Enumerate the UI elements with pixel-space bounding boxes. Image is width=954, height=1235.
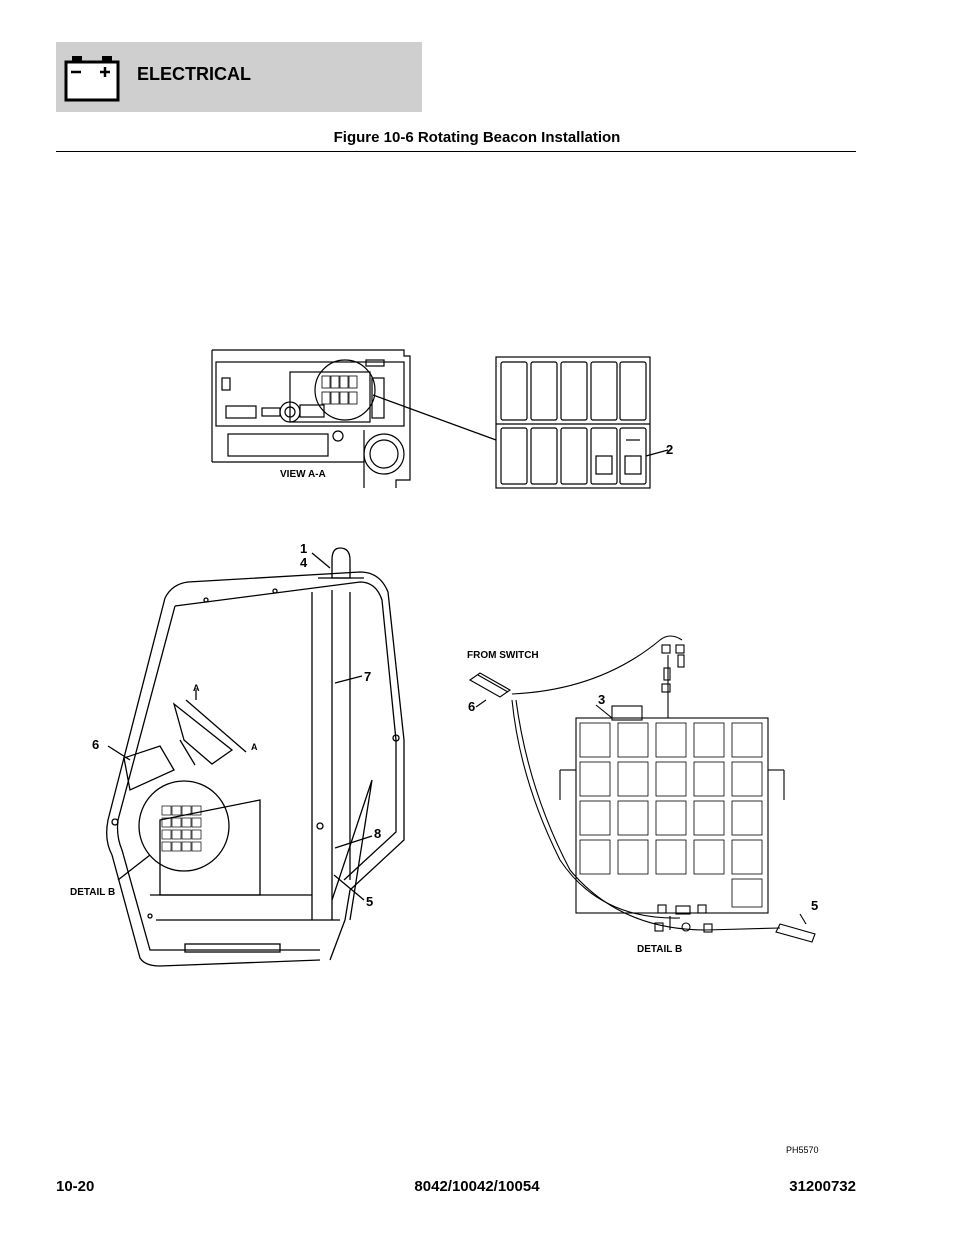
image-reference: PH5570	[786, 1145, 819, 1155]
page-number: 10-20	[56, 1178, 95, 1195]
view-aa-label: VIEW A-A	[280, 469, 326, 480]
callout-5-cab: 5	[366, 894, 373, 909]
callout-3: 3	[598, 692, 605, 707]
callout-6-detail: 6	[468, 699, 475, 714]
callout-5-detail: 5	[811, 898, 818, 913]
battery-icon	[56, 42, 126, 112]
detail-b-left-label: DETAIL B	[70, 887, 115, 898]
header-rule	[56, 151, 856, 152]
document-number: 31200732	[789, 1178, 856, 1195]
figure-title: Figure 10-6 Rotating Beacon Installation	[333, 129, 621, 146]
model-numbers: 8042/10042/10054	[414, 1178, 540, 1195]
callout-6-cab: 6	[92, 737, 99, 752]
from-switch-label: FROM SWITCH	[467, 650, 539, 661]
section-title: ELECTRICAL	[137, 64, 251, 84]
callout-4: 4	[300, 555, 308, 570]
detail-b-drawing	[468, 635, 816, 943]
callout-2: 2	[666, 442, 673, 457]
callout-1: 1	[300, 541, 307, 556]
cab-drawing	[106, 547, 405, 967]
view-aa-drawing	[211, 349, 497, 488]
callout-8: 8	[374, 826, 381, 841]
callout-7: 7	[364, 669, 371, 684]
section-a-top-label: A	[193, 683, 200, 693]
section-a-bottom-label: A	[251, 742, 258, 752]
switch-panel-drawing	[495, 356, 669, 489]
detail-b-right-label: DETAIL B	[637, 944, 682, 955]
